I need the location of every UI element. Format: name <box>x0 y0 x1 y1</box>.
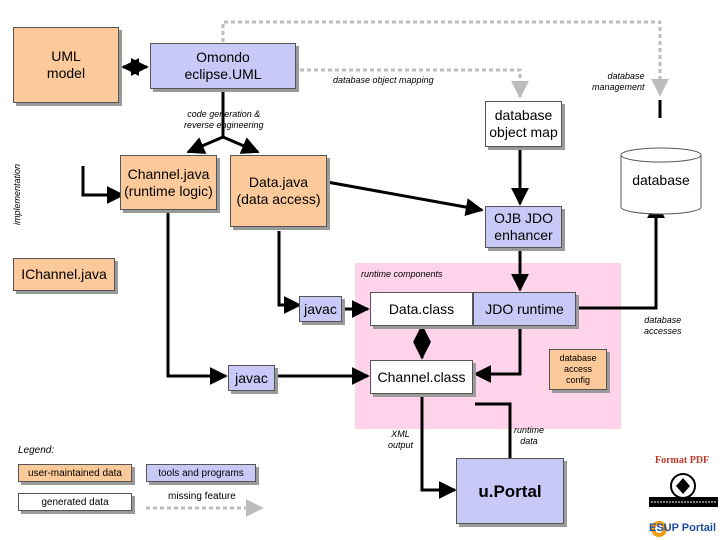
label-database-management: database management <box>592 71 645 92</box>
label-xml-output: XML output <box>388 429 414 450</box>
esup-logo-icon <box>651 521 667 537</box>
uml-model-box: UML model <box>13 27 119 103</box>
format-pdf-logo: Format PDF <box>655 455 710 466</box>
flow-arrows <box>81 58 665 499</box>
jdo-runtime-box: JDO runtime <box>473 292 576 326</box>
data-class-box: Data.class <box>370 292 473 326</box>
database-object-map-box: database object map <box>485 101 562 147</box>
label-runtime-components: runtime components <box>361 269 443 279</box>
javac-top-box: javac <box>299 296 342 322</box>
ojb-jdo-enhancer-box: OJB JDO enhancer <box>485 206 562 248</box>
database-cylinder <box>620 147 702 215</box>
ichannel-java-box: IChannel.java <box>13 258 115 291</box>
esup-portail-logo: ESUP Portail <box>649 522 717 534</box>
label-implementation: implementation <box>12 163 22 225</box>
legend-missing: missing feature <box>168 491 236 502</box>
missing-feature-arrows <box>221 20 669 99</box>
uportal-box: u.Portal <box>456 458 564 524</box>
runtime-components-region <box>355 263 621 429</box>
legend-user-maintained: user-maintained data <box>18 464 132 482</box>
channel-java-box: Channel.java (runtime logic) <box>120 155 217 210</box>
database-access-config-box: database access config <box>549 349 607 390</box>
javac-bottom-box: javac <box>228 365 275 391</box>
label-code-generation: code generation & reverse engineering <box>184 109 264 130</box>
legend-generated: generated data <box>18 493 132 511</box>
database-label: database <box>632 171 690 188</box>
label-runtime-data: runtime data <box>514 425 545 446</box>
channel-class-box: Channel.class <box>370 360 473 394</box>
label-database-object-mapping: database object mapping <box>333 75 434 85</box>
university-logo <box>649 473 718 507</box>
legend-tools: tools and programs <box>146 464 256 482</box>
data-java-box: Data.java (data access) <box>230 155 327 227</box>
legend-title: Legend: <box>18 445 55 456</box>
omondo-box: Omondo eclipse.UML <box>150 43 296 89</box>
label-database-accesses: database accesses <box>644 315 682 336</box>
